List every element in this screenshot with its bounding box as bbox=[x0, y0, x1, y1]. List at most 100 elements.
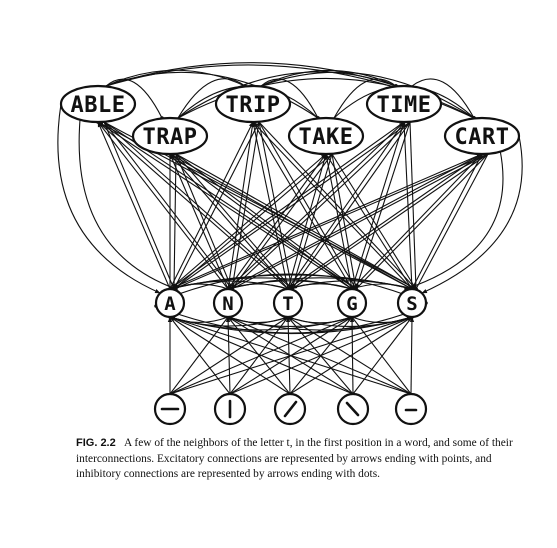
left-diagonal-stroke-icon bbox=[345, 401, 360, 417]
excitatory-connection bbox=[252, 121, 413, 290]
excitatory-connection bbox=[351, 153, 483, 290]
word-nodes: ABLE TRAP TRIP TAKE TIME CART bbox=[59, 84, 521, 156]
inhibitory-connection bbox=[105, 78, 164, 120]
inhibitory-connection bbox=[260, 71, 476, 120]
excitatory-connection bbox=[252, 121, 353, 290]
inhibitory-connection bbox=[175, 153, 294, 291]
excitatory-connection bbox=[97, 121, 353, 290]
inhibitory-connection bbox=[258, 121, 418, 291]
excitatory-connection bbox=[169, 121, 254, 290]
excitatory-connection bbox=[97, 121, 289, 290]
inhibitory-connection bbox=[352, 315, 414, 395]
inhibitory-connection bbox=[103, 121, 176, 291]
excitatory-connection bbox=[169, 153, 413, 290]
inhibitory-connection bbox=[230, 153, 489, 291]
excitatory-connection bbox=[411, 153, 483, 290]
excitatory-connection bbox=[97, 121, 171, 290]
excitatory-connection bbox=[231, 153, 333, 290]
inhibitory-connection bbox=[354, 153, 489, 291]
inhibitory-connection bbox=[172, 153, 489, 291]
inhibitory-connection bbox=[169, 315, 230, 395]
inhibitory-connection bbox=[333, 78, 398, 119]
inhibitory-connection bbox=[168, 315, 231, 395]
inhibitory-connection bbox=[331, 153, 358, 291]
letter-node-s: S bbox=[396, 287, 428, 319]
excitatory-connection bbox=[289, 316, 413, 395]
excitatory-connection bbox=[421, 135, 523, 294]
letter-node-n: N bbox=[212, 287, 244, 319]
inhibitory-connection bbox=[258, 121, 358, 291]
word-node-time: TIME bbox=[365, 84, 443, 124]
excitatory-connection bbox=[103, 121, 233, 290]
inhibitory-connection bbox=[414, 153, 489, 291]
excitatory-connection bbox=[227, 153, 483, 290]
inhibitory-connection bbox=[260, 78, 320, 120]
letter-node-t: T bbox=[272, 287, 304, 319]
feature-node-horizontal-stroke bbox=[153, 392, 187, 426]
excitatory-connection bbox=[287, 153, 327, 290]
feature-node-vertical-stroke bbox=[213, 392, 247, 426]
inhibitory-connection bbox=[230, 121, 411, 291]
inhibitory-connection bbox=[169, 120, 406, 290]
inhibitory-connection bbox=[226, 315, 291, 395]
word-label: CART bbox=[455, 125, 510, 150]
letter-node-g: G bbox=[336, 287, 368, 319]
letter-label: G bbox=[346, 293, 357, 315]
excitatory-connection bbox=[409, 316, 415, 395]
word-label: ABLE bbox=[71, 93, 126, 118]
excitatory-connection bbox=[258, 121, 294, 290]
inhibitory-connection bbox=[350, 315, 412, 395]
caption-text: A few of the neighbors of the letter t, … bbox=[76, 437, 513, 481]
excitatory-connection bbox=[324, 153, 353, 290]
letter-node-a: A bbox=[154, 287, 186, 319]
inhibitory-connection bbox=[260, 69, 398, 88]
word-node-cart: CART bbox=[443, 116, 521, 156]
word-label: TIME bbox=[377, 93, 432, 118]
inhibitory-connection bbox=[404, 149, 504, 291]
excitatory-connection bbox=[169, 316, 291, 395]
feature-node-left-diagonal-stroke bbox=[336, 392, 370, 426]
excitatory-connection bbox=[169, 153, 483, 290]
figure-caption: FIG. 2.2 A few of the neighbors of the l… bbox=[76, 436, 516, 483]
excitatory-connection bbox=[57, 103, 161, 294]
excitatory-connection bbox=[173, 121, 411, 290]
feature-node-short-horizontal-stroke bbox=[394, 392, 428, 426]
inhibitory-connection bbox=[96, 120, 229, 290]
inhibitory-connection bbox=[287, 152, 484, 290]
inhibitory-connection bbox=[172, 153, 333, 291]
inhibitory-connection bbox=[155, 273, 428, 305]
excitatory-connection bbox=[227, 121, 405, 290]
letter-label: A bbox=[164, 293, 176, 315]
word-label: TRAP bbox=[143, 125, 198, 150]
connections bbox=[57, 62, 523, 395]
inhibitory-connection bbox=[324, 152, 413, 290]
letter-label: T bbox=[282, 293, 293, 315]
word-label: TAKE bbox=[299, 125, 354, 150]
excitatory-connection bbox=[331, 153, 417, 290]
word-label: TRIP bbox=[226, 93, 281, 118]
word-node-take: TAKE bbox=[287, 116, 365, 156]
inhibitory-connection bbox=[251, 120, 289, 290]
network-diagram: ABLE TRAP TRIP TAKE TIME CART A N T G S bbox=[57, 62, 523, 426]
inhibitory-connection bbox=[177, 78, 247, 119]
inhibitory-connection bbox=[103, 121, 294, 291]
letter-label: S bbox=[406, 293, 417, 315]
word-node-able: ABLE bbox=[59, 84, 137, 124]
letter-label: N bbox=[222, 293, 233, 315]
excitatory-connection bbox=[169, 153, 289, 290]
word-node-trip: TRIP bbox=[214, 84, 292, 124]
feature-nodes bbox=[153, 392, 428, 426]
inhibitory-connection bbox=[154, 304, 427, 334]
feature-node-right-diagonal-stroke bbox=[273, 392, 307, 426]
inhibitory-connection bbox=[78, 119, 178, 291]
excitatory-connection bbox=[227, 121, 255, 290]
inhibitory-connection bbox=[177, 71, 398, 119]
inhibitory-connection bbox=[409, 121, 418, 291]
excitatory-connection bbox=[402, 121, 413, 290]
figure-number: FIG. 2.2 bbox=[76, 437, 116, 449]
excitatory-connection bbox=[169, 316, 412, 395]
excitatory-connection bbox=[291, 153, 489, 290]
right-diagonal-stroke-icon bbox=[283, 400, 298, 418]
